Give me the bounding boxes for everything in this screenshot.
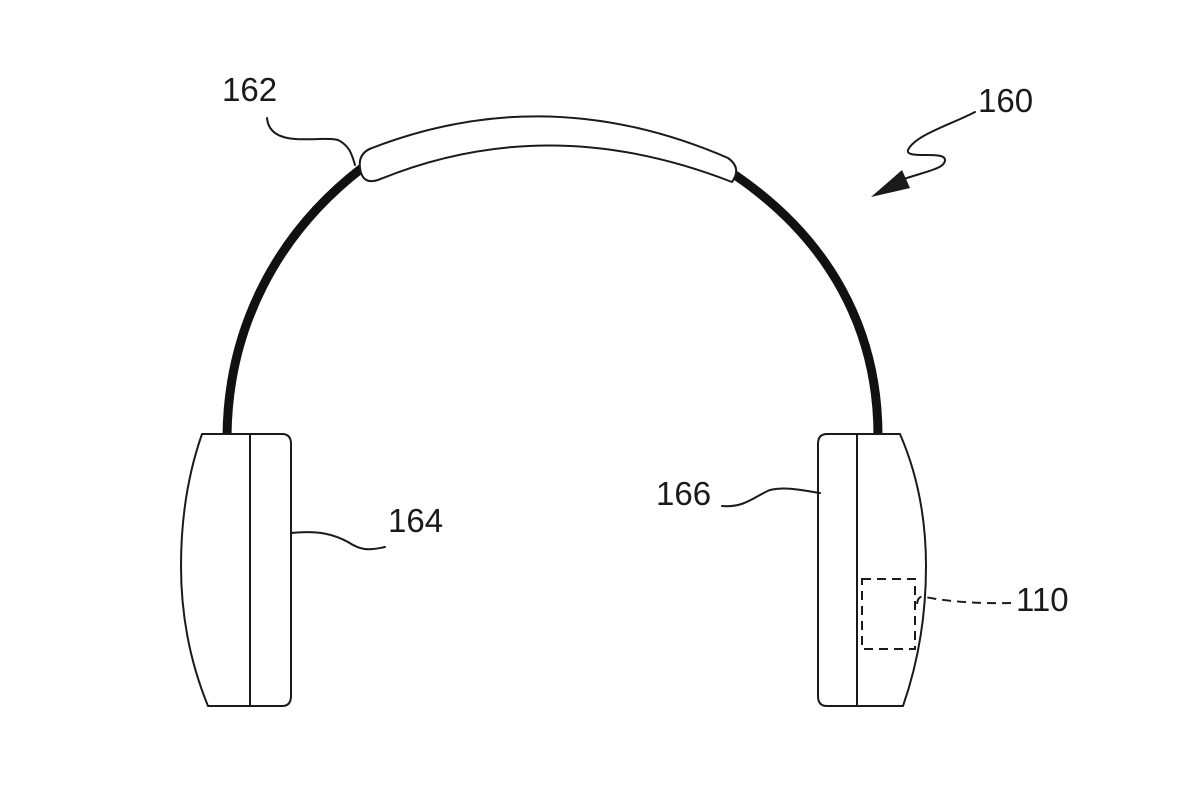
right-earcup-outer: [856, 433, 927, 707]
leader-line-110: [916, 595, 1013, 605]
headband: [222, 115, 883, 437]
arrow-squiggle-icon: [892, 111, 976, 184]
arrowhead-icon: [871, 170, 910, 197]
label-166: 166: [656, 475, 711, 512]
leader-line-164: [290, 531, 386, 551]
label-162: 162: [222, 71, 277, 108]
headband-cushion: [358, 115, 738, 183]
leader-lines: [266, 117, 1013, 605]
component-box-dashed: [861, 578, 916, 650]
label-160: 160: [978, 82, 1033, 119]
reference-arrow-160: [871, 111, 976, 197]
left-earcup-outer: [180, 433, 251, 707]
right-earcup: [817, 433, 927, 707]
label-164: 164: [388, 502, 443, 539]
left-earcup: [180, 433, 292, 707]
headband-right-arc: [732, 171, 883, 437]
left-earcup-cushion: [249, 433, 292, 707]
right-earcup-cushion: [817, 433, 858, 707]
leader-line-166: [721, 487, 821, 508]
leader-line-162: [266, 117, 356, 166]
headband-left-arc: [222, 164, 365, 437]
label-110: 110: [1016, 581, 1069, 618]
